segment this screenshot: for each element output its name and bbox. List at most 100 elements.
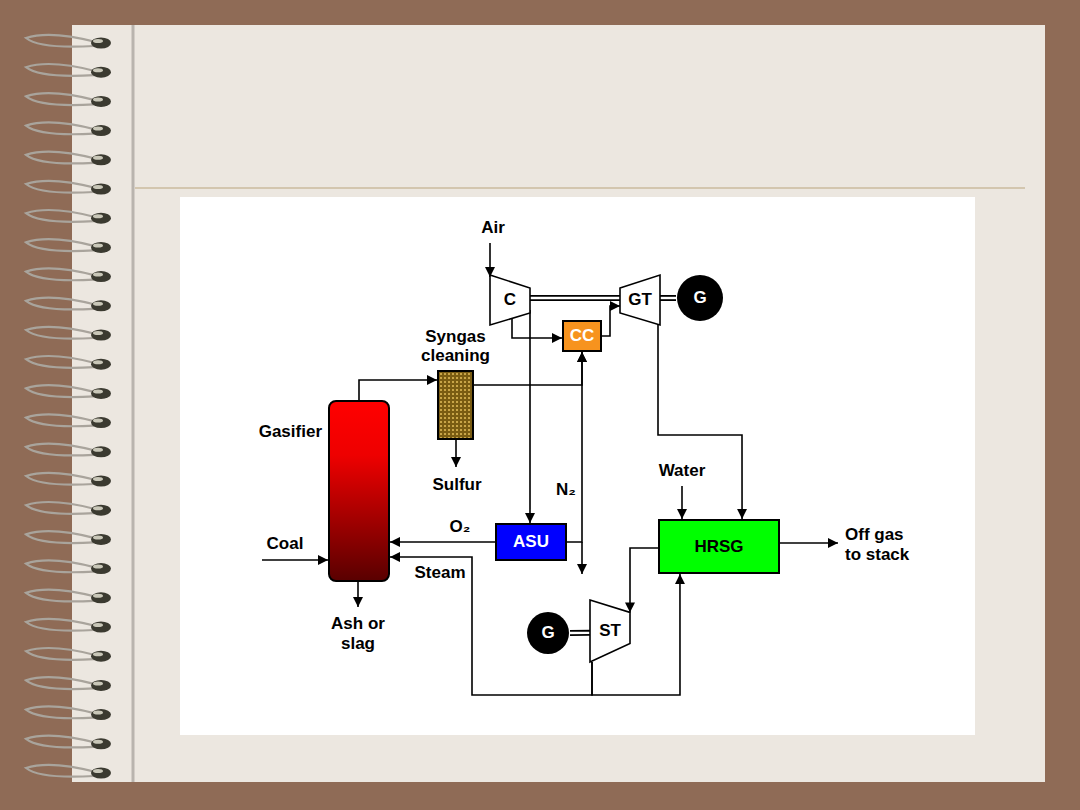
flow-path [602, 306, 620, 336]
spiral-bead [91, 505, 111, 516]
shaft-coupling [660, 298, 676, 299]
flow-path [630, 548, 658, 612]
spiral-highlight [93, 740, 103, 744]
spiral-bead [91, 300, 111, 311]
node-label: CC [570, 326, 595, 346]
spiral-loop [26, 385, 96, 397]
spiral-bead [91, 330, 111, 341]
spiral-loop [26, 93, 96, 105]
sulfur-arrow [455, 440, 457, 467]
flow-label: Steam [412, 564, 467, 583]
spiral-loop [26, 35, 96, 47]
shaft-inner [530, 297, 620, 299]
spiral-highlight [93, 214, 103, 218]
shaft-coupling [530, 298, 620, 299]
flow-path [529, 310, 531, 523]
spiral-highlight [93, 448, 103, 452]
flow-line [529, 310, 530, 523]
steam-turbine: ST [590, 600, 630, 662]
stream-label: Water [659, 461, 706, 481]
stream-label: Off gas to stack [845, 525, 919, 566]
shaft-outer [570, 630, 590, 636]
spiral-bead [91, 680, 111, 691]
generator-disc [527, 612, 569, 654]
coal-arrow [262, 559, 328, 561]
node-label: G [541, 623, 554, 643]
spiral-bead [91, 67, 111, 78]
spiral-highlight [93, 652, 103, 656]
spiral-highlight [93, 681, 103, 685]
spiral-loop [26, 560, 96, 572]
spiral-highlight [93, 97, 103, 101]
offgas-arrow [780, 542, 838, 544]
air-separation-unit: ASU [495, 523, 567, 561]
spiral-loop [26, 298, 96, 310]
spiral-bead [91, 476, 111, 487]
flow-line [602, 306, 620, 336]
nitrogen-vent-arrow [581, 542, 583, 574]
node-heading: Gasifier [259, 422, 322, 442]
node-heading: Syngas cleaning [406, 327, 506, 366]
stream-label: N₂ [556, 480, 576, 500]
spiral-loop [26, 677, 96, 689]
flow-line [474, 352, 582, 385]
margin-line [132, 25, 135, 782]
node-label: ASU [513, 532, 549, 552]
gas-turbine: GT [620, 275, 660, 325]
flow-path [592, 574, 680, 695]
spiral-highlight [93, 68, 103, 72]
flow-line [658, 325, 742, 519]
spiral-loop [26, 181, 96, 193]
spiral-bead [91, 359, 111, 370]
shaft-coupling [570, 632, 590, 633]
spiral-highlight [93, 477, 103, 481]
flow-line [592, 574, 680, 695]
spiral-highlight [93, 331, 103, 335]
flow-line [630, 548, 658, 612]
spiral-highlight [93, 506, 103, 510]
spiral-loop [26, 414, 96, 426]
feed-arrows [262, 243, 838, 607]
spiral-loop [26, 619, 96, 631]
spiral-loop [26, 239, 96, 251]
spiral-highlight [93, 302, 103, 306]
spiral-highlight [93, 273, 103, 277]
spiral-bead [91, 738, 111, 749]
spiral-bead [91, 592, 111, 603]
node-label: GT [628, 290, 652, 310]
spiral-loop [26, 473, 96, 485]
water-arrow [681, 486, 683, 519]
spiral-highlight [93, 565, 103, 569]
spiral-loop [26, 531, 96, 543]
spiral-loop [26, 706, 96, 718]
title-rule [135, 187, 1025, 189]
spiral-loop [26, 210, 96, 222]
spiral-bead [91, 184, 111, 195]
spiral-loop [26, 765, 96, 777]
stream-label: Sulfur [432, 475, 481, 495]
flow-line [359, 380, 437, 400]
flow-line [567, 352, 582, 542]
generator: G [676, 274, 724, 322]
spiral-bead [91, 651, 111, 662]
spiral-loop [26, 268, 96, 280]
spiral-bead [91, 38, 111, 49]
air-arrow [489, 243, 491, 277]
node-label: C [504, 290, 516, 310]
syngas-cleaner: Syngas cleaning [437, 370, 474, 440]
spiral-highlight [93, 127, 103, 131]
stream-label: Coal [267, 534, 304, 554]
flow-label: O₂ [448, 518, 473, 537]
spiral-highlight [93, 156, 103, 160]
spiral-bead [91, 417, 111, 428]
trapezoid-outline [590, 600, 630, 662]
combustion-chamber: CC [562, 320, 602, 352]
spiral-bead [91, 563, 111, 574]
spiral-bead [91, 271, 111, 282]
spiral-loop [26, 502, 96, 514]
spiral-highlight [93, 185, 103, 189]
shaft-outer [530, 295, 620, 301]
node-label: HRSG [694, 537, 743, 557]
